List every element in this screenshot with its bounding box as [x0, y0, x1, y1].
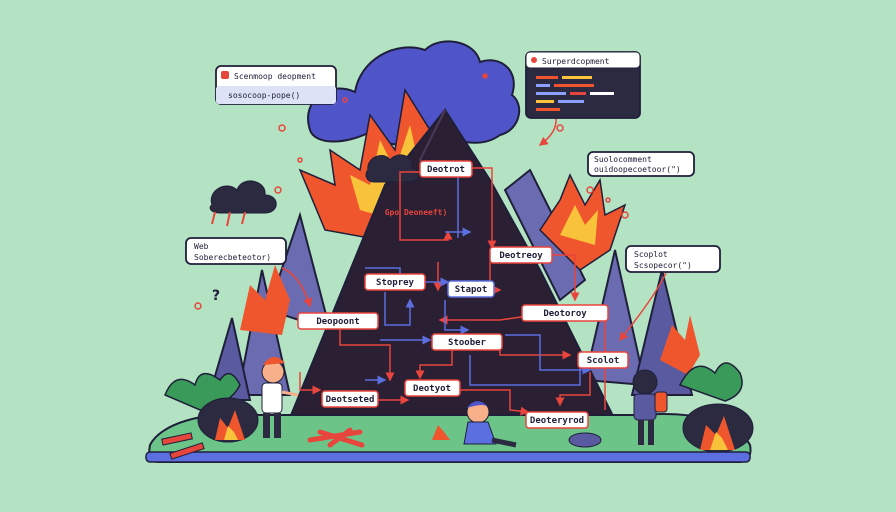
callout-top-left: Scenmoop deopment sosocoop-pope()	[215, 65, 337, 105]
svg-text:Deotoroy: Deotoroy	[543, 309, 587, 319]
flow-node-deotseted: Deotseted	[321, 390, 379, 408]
flow-node-stoober: Stoober	[431, 333, 503, 351]
callout-left-mid: Web Soberecbeteotor)	[185, 237, 287, 265]
svg-text:Deopoont: Deopoont	[316, 317, 359, 327]
svg-text:Deotreoy: Deotreoy	[499, 251, 543, 261]
svg-text:Scsopecor("): Scsopecor(")	[634, 261, 692, 270]
flow-node-deotyot: Deotyot	[404, 379, 461, 397]
callout-right-low: Scoplot Scsopecor(")	[625, 245, 721, 273]
svg-text:Soberecbeteotor): Soberecbeteotor)	[194, 253, 271, 262]
code-lines	[536, 76, 614, 111]
callout-top-right: Surperdcopment	[525, 51, 641, 119]
flow-node-scolot: Scolot	[577, 351, 629, 369]
svg-text:Deoteryrod: Deoteryrod	[530, 416, 584, 426]
flow-node-deopoont: Deopoont	[297, 312, 379, 330]
person-left-icon	[261, 356, 299, 438]
svg-text:Scenmoop deopment: Scenmoop deopment	[234, 72, 316, 81]
svg-text:Scolot: Scolot	[587, 356, 620, 366]
fire-cluster-left	[197, 397, 259, 443]
svg-text:Web: Web	[194, 242, 209, 251]
svg-text:sosocoop-pope(): sosocoop-pope()	[228, 91, 300, 100]
svg-text:Suolocomment: Suolocomment	[594, 155, 652, 164]
svg-text:ouidoopecoetoor("): ouidoopecoetoor(")	[594, 165, 681, 174]
svg-text:Stoprey: Stoprey	[376, 278, 415, 288]
flow-node-deotreoy: Deotreoy	[489, 246, 553, 264]
svg-text:Deotrot: Deotrot	[427, 165, 465, 175]
question-mark-icon: ?	[212, 288, 220, 304]
svg-text:Deotseted: Deotseted	[326, 395, 375, 405]
svg-text:Surperdcopment: Surperdcopment	[542, 57, 610, 66]
error-note-text: Gpo Deoneeft)	[385, 208, 448, 217]
campfire-icon	[432, 425, 450, 440]
svg-text:Deotyot: Deotyot	[413, 384, 451, 394]
svg-text:Stapot: Stapot	[455, 285, 488, 295]
flow-node-deoteryrod: Deoteryrod	[525, 411, 589, 429]
svg-text:Scoplot: Scoplot	[634, 250, 668, 259]
flow-node-stapot: Stapot	[447, 280, 495, 298]
flow-node-deotoroy: Deotoroy	[521, 304, 609, 322]
flow-arrows-blue	[365, 168, 592, 386]
svg-text:Stoober: Stoober	[448, 338, 487, 348]
storm-cloud-icon	[209, 154, 419, 227]
fire-cluster-right	[682, 403, 754, 453]
flow-node-stoprey: Stoprey	[364, 273, 426, 291]
person-center-icon	[463, 400, 517, 448]
callout-right-mid: Suolocomment ouidoopecoetoor(")	[587, 151, 695, 177]
person-right-icon	[632, 369, 668, 445]
flow-node-deotrot: Deotrot	[419, 160, 473, 178]
